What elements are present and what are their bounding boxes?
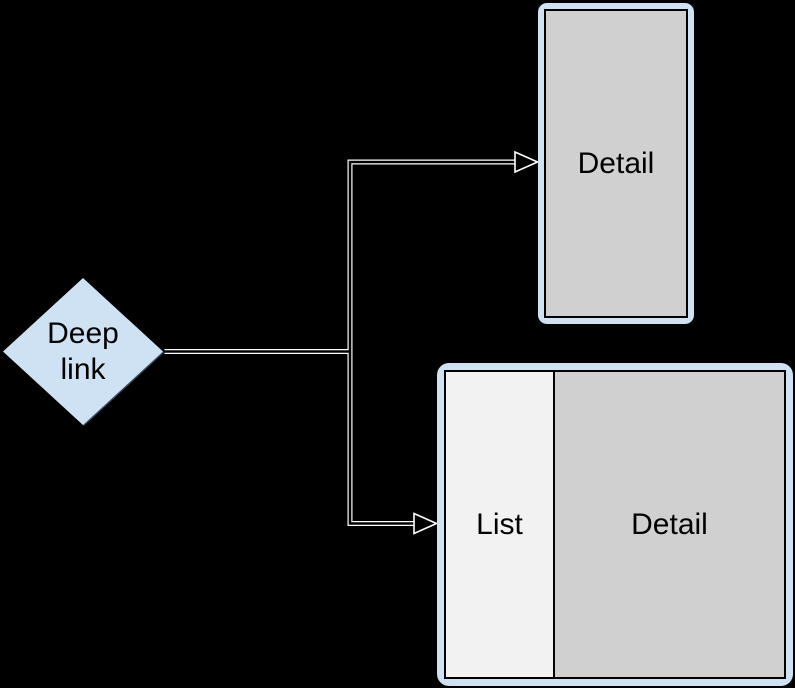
list-pane-label: List bbox=[476, 507, 523, 541]
diamond-icon bbox=[3, 278, 163, 425]
arrowhead-to-detail-icon bbox=[514, 150, 540, 174]
list-detail-screen: List Detail bbox=[444, 370, 786, 679]
arrowhead-to-list-detail-icon bbox=[413, 512, 439, 535]
deep-link-label: Deep link bbox=[47, 316, 119, 386]
detail-only-node: Detail bbox=[538, 3, 694, 324]
deep-link-node: Deep link bbox=[3, 278, 163, 425]
list-pane: List bbox=[446, 372, 555, 677]
detail-pane-label: Detail bbox=[631, 507, 708, 541]
detail-pane: Detail bbox=[555, 372, 784, 677]
detail-only-label: Detail bbox=[577, 146, 655, 180]
edge-core bbox=[164, 160, 516, 525]
list-detail-node: List Detail bbox=[437, 363, 793, 686]
detail-only-screen: Detail bbox=[544, 9, 688, 318]
